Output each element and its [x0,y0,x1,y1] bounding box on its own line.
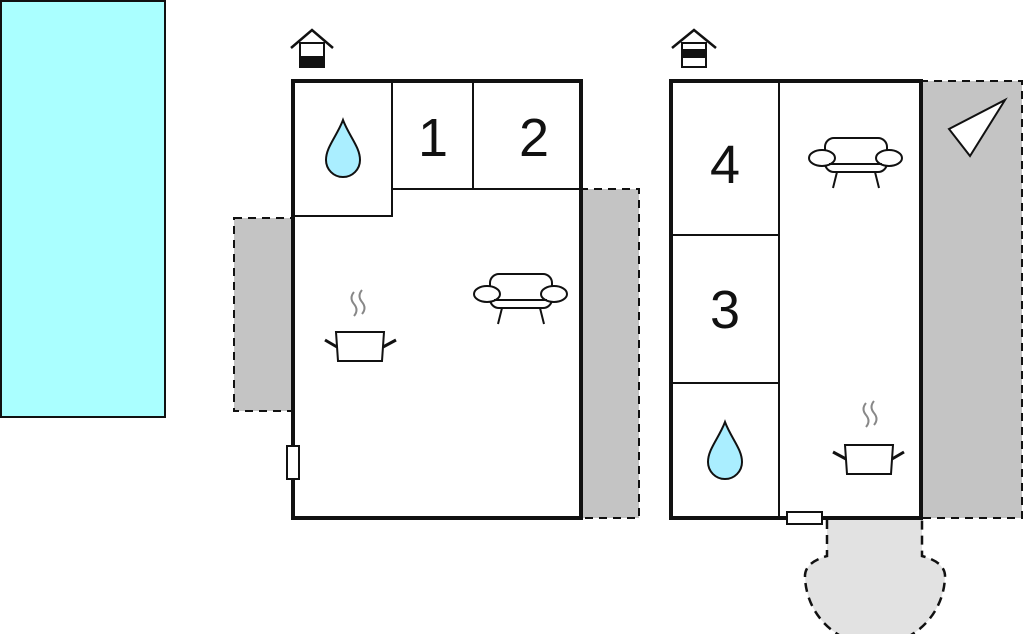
water-drop-icon [706,419,744,480]
terrace-left-1 [233,217,295,412]
water-drop-icon [324,117,362,178]
door-building-2 [786,511,823,525]
sofa-icon [808,137,903,189]
triangle-marker-icon [947,97,1008,158]
house-with-level-icon [671,28,717,68]
bedroom-3-label: 3 [710,280,740,340]
swimming-pool [0,0,166,418]
entrance-area [803,520,947,634]
door-building-1 [286,445,300,480]
bedroom-4-label: 4 [710,135,740,195]
terrace-right-1 [579,188,640,519]
cooking-pot-icon [832,400,905,475]
bedroom-1-label: 1 [418,108,448,168]
sofa-icon [473,273,568,325]
house-with-level-icon [290,28,334,68]
bedroom-2-label: 2 [519,108,549,168]
cooking-pot-icon [324,289,397,362]
